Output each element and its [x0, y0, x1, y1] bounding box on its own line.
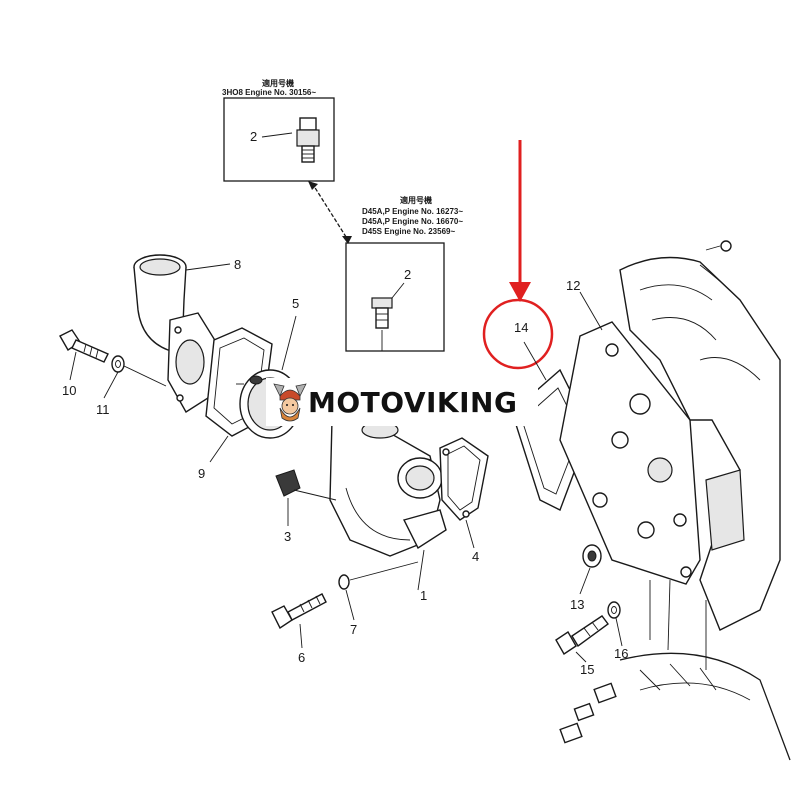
inset-top-part-label: 2 — [250, 129, 257, 144]
inset-mid-line1: D45A,P Engine No. 16273~ — [362, 207, 463, 216]
inset-connector — [308, 181, 352, 244]
watermark-text: MOTOVIKING — [308, 386, 517, 419]
part-6-bolt — [271, 593, 327, 649]
label-part-13: 13 — [570, 597, 584, 612]
viking-head-icon — [273, 383, 307, 422]
inset-mid-line2: D45A,P Engine No. 16670~ — [362, 217, 463, 226]
inset-mid-line3: D45S Engine No. 23569~ — [362, 227, 455, 236]
label-part-10: 10 — [62, 383, 76, 398]
part-1-pump — [329, 415, 447, 591]
label-part-9: 9 — [198, 466, 205, 481]
part-4-gasket — [439, 437, 489, 549]
part-flange — [167, 312, 217, 413]
label-part-5: 5 — [292, 296, 299, 311]
inset-mid: 適用号機 D45A,P Engine No. 16273~ D45A,P Eng… — [345, 195, 463, 352]
flywheel-housing — [559, 652, 791, 761]
label-part-6: 6 — [298, 650, 305, 665]
label-part-14: 14 — [514, 320, 528, 335]
part-7-washer — [338, 561, 419, 621]
label-part-1: 1 — [420, 588, 427, 603]
label-part-12: 12 — [566, 278, 580, 293]
inset-top: 適用号機 3HO8 Engine No. 30156~ 2 — [222, 78, 335, 182]
label-part-3: 3 — [284, 529, 291, 544]
label-part-11: 11 — [96, 402, 110, 417]
part-13-washer — [579, 544, 602, 595]
inset-top-header-cjk: 適用号機 — [262, 78, 294, 88]
part-11-washer — [103, 355, 167, 399]
engine-block — [619, 240, 781, 670]
watermark: MOTOVIKING — [266, 378, 538, 426]
part-15-bolt — [555, 615, 609, 663]
part-16-washer — [607, 601, 623, 647]
label-part-15: 15 — [580, 662, 594, 677]
part-12-cover-plate — [559, 291, 701, 585]
part-8-pipe — [133, 254, 231, 353]
label-part-4: 4 — [472, 549, 479, 564]
highlight-marker — [482, 140, 554, 370]
inset-mid-header-cjk: 適用号機 — [400, 195, 432, 205]
label-part-7: 7 — [350, 622, 357, 637]
label-part-8: 8 — [234, 257, 241, 272]
part-3-plug — [275, 469, 337, 526]
inset-top-header: 3HO8 Engine No. 30156~ — [222, 88, 316, 97]
label-part-16: 16 — [614, 646, 628, 661]
inset-mid-part-label: 2 — [404, 267, 411, 282]
part-10-bolt — [59, 329, 109, 381]
